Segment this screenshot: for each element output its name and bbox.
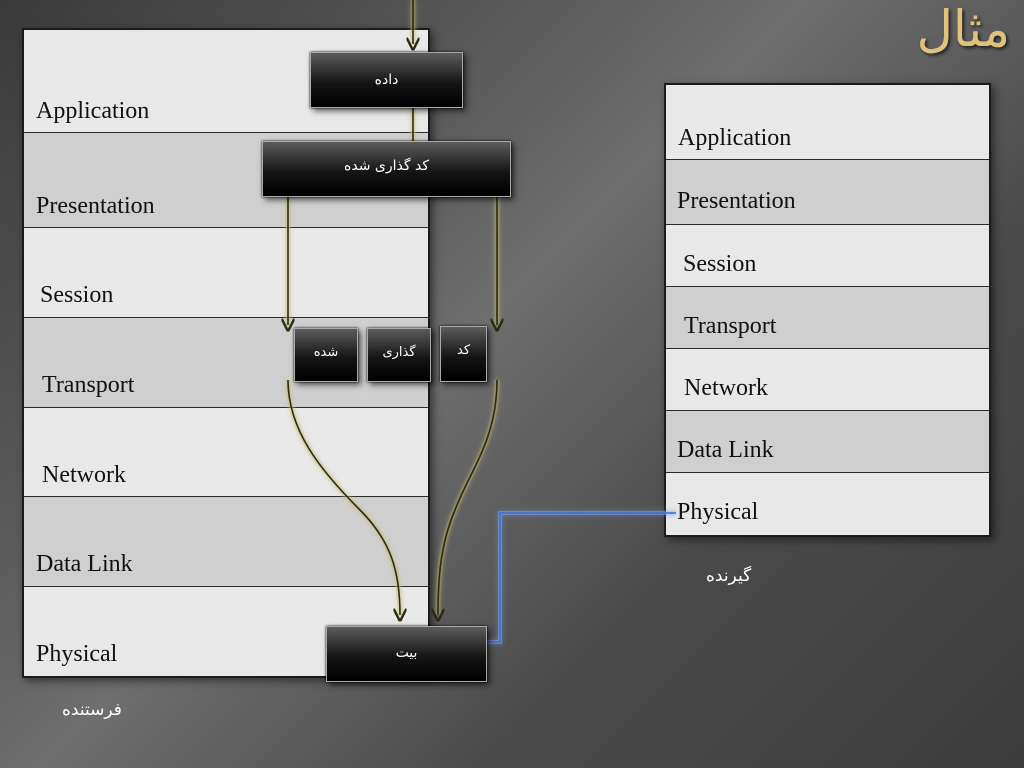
layer-label: Session [683,251,757,277]
data-flow-arrows [288,0,497,615]
sender-layer-network: Network [24,408,428,497]
layer-label: Physical [677,499,759,525]
encoded-box: کد گذاری شده [262,141,511,197]
layer-label: Network [684,375,768,401]
layer-label: Data Link [36,551,133,577]
arrow-curve-right-to-bit [438,379,498,615]
layer-label: Presentation [36,193,155,219]
layer-label: Presentation [677,188,796,214]
receiver-layer-network: Network [666,349,989,411]
receiver-layer-session: Session [666,225,989,287]
arrow-curve-left-to-bit [287,379,400,615]
layer-label: Transport [684,313,777,339]
receiver-caption: گیرنده [706,566,752,586]
receiver-layer-physical: Physical [666,473,989,535]
layer-label: Application [678,125,792,151]
sender-layer-transport: Transport [24,318,428,408]
physical-link [330,511,676,644]
receiver-layer-data-link: Data Link [666,411,989,473]
layer-label: Data Link [677,437,774,463]
layer-label: Transport [42,372,135,398]
layer-label: Physical [36,641,118,667]
layer-label: Session [40,282,114,308]
layer-label: Application [36,98,150,124]
sender-caption: فرستنده [62,700,122,720]
physical-link-line [330,512,676,643]
receiver-layer-application: Application [666,85,989,160]
segment-box-gozari: گذاری [367,328,431,382]
receiver-layer-presentation: Presentation [666,160,989,225]
receiver-layer-transport: Transport [666,287,989,349]
slide-title: مثال [916,0,1010,58]
bit-box: بیت [326,626,487,682]
receiver-stack: Application Presentation Session Transpo… [664,83,991,537]
data-box: داده [310,52,463,108]
segment-box-shodeh: شده [294,328,358,382]
segment-box-kod: کد [440,326,487,382]
layer-label: Network [42,462,126,488]
